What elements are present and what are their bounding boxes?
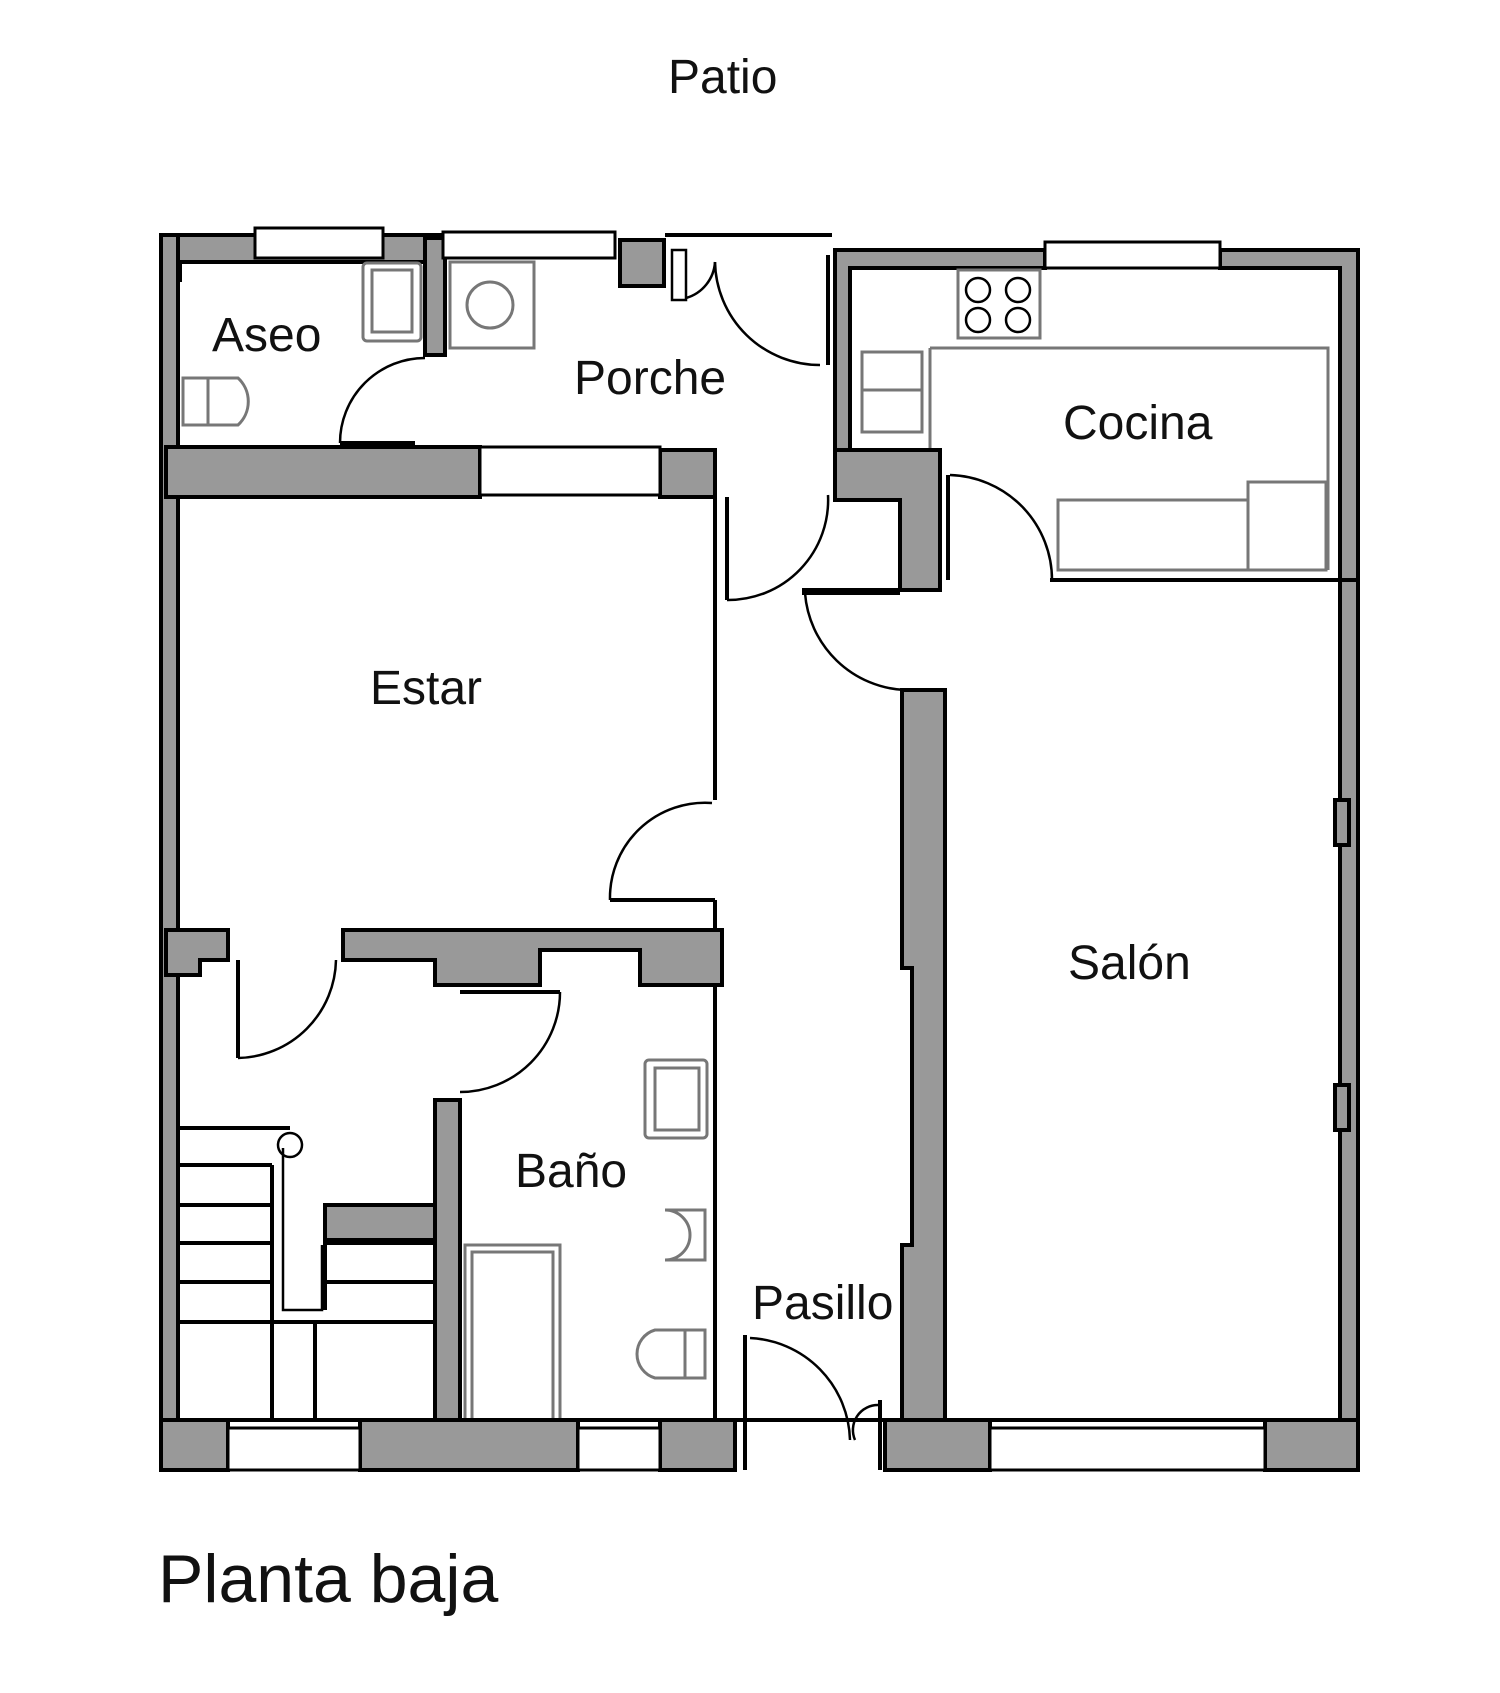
bano-bidet-icon	[664, 1208, 707, 1262]
bano-shower-icon	[463, 1243, 562, 1422]
door-bano-swing	[459, 991, 562, 1094]
aseo-washbasin-icon	[361, 261, 423, 343]
washing-machine-icon	[448, 260, 536, 350]
wall-bottom-2	[358, 1418, 580, 1472]
room-label-aseo: Aseo	[212, 309, 322, 362]
wall-porche-estar	[658, 448, 717, 499]
wall-bottom-4	[883, 1418, 992, 1472]
room-label-porche: Porche	[574, 352, 727, 405]
wall-estar-bottom-mid	[341, 928, 724, 987]
plan-title: Planta baja	[158, 1541, 499, 1617]
door-stair-swing	[237, 959, 338, 1060]
door-salon-swing	[803, 592, 906, 692]
door-estar-swing	[608, 801, 713, 901]
window-kitchen	[1043, 240, 1222, 270]
room-label-estar: Estar	[370, 662, 483, 715]
kitchen-counter-lower-icon	[1056, 498, 1250, 572]
window-salon	[988, 1426, 1267, 1472]
door-porche-swing	[685, 261, 717, 300]
door-entrance-swing	[749, 1336, 852, 1441]
window-bano	[576, 1426, 662, 1472]
window-estar	[478, 445, 662, 497]
cooktop-burner-4	[1004, 306, 1032, 334]
bano-washbasin-icon	[643, 1058, 709, 1140]
wall-right-pier-1	[1333, 798, 1351, 847]
wall-right	[1338, 578, 1360, 1472]
cooktop-icon	[956, 268, 1042, 340]
aseo-toilet-icon	[181, 376, 250, 427]
window-stairs	[226, 1426, 362, 1472]
wall-bano-left	[433, 1098, 462, 1422]
window-aseo	[253, 226, 385, 260]
window-porche	[441, 230, 617, 260]
kitchen-appliance-icon	[1246, 480, 1328, 572]
room-label-bano: Baño	[515, 1145, 628, 1198]
bano-washbasin-inner-icon	[653, 1066, 701, 1132]
wall-stair-landing	[323, 1203, 437, 1242]
staircase	[178, 1126, 435, 1420]
bano-toilet-icon	[635, 1328, 707, 1380]
kitchen-counter-outline	[928, 346, 1330, 570]
aseo-washbasin-inner-icon	[370, 268, 414, 334]
handrail-newel-icon	[276, 1131, 304, 1159]
wall-aseo-estar	[164, 445, 482, 499]
door-porche-exterior-swing	[713, 261, 821, 367]
door-aseo-swing	[338, 356, 426, 444]
door-estar-top-swing	[726, 494, 830, 602]
cooktop-burner-3	[964, 306, 992, 334]
kitchen-sink-icon	[860, 350, 924, 434]
wall-pasillo-salon	[900, 688, 947, 1422]
door-entrance-small-swing	[851, 1403, 879, 1441]
wall-porche-pillar	[618, 238, 666, 288]
outside-label-patio: Patio	[668, 51, 778, 104]
cooktop-burner-1	[964, 276, 992, 304]
wall-estar-bottom-left	[164, 928, 230, 977]
room-label-pasillo: Pasillo	[752, 1277, 894, 1330]
handrail-icon	[281, 1148, 324, 1312]
wall-kitchen-top-right	[1218, 248, 1360, 582]
wall-aseo-right	[423, 236, 447, 357]
wall-left	[159, 233, 180, 1452]
door-porche-leaf	[670, 248, 688, 302]
room-label-salon: Salón	[1068, 937, 1191, 990]
door-cocina-swing	[949, 473, 1054, 581]
wall-right-pier-2	[1333, 1083, 1351, 1132]
room-label-cocina: Cocina	[1063, 397, 1213, 450]
wall-kitchen-block	[833, 448, 942, 592]
bano-shower-inner-icon	[470, 1250, 555, 1422]
wall-bottom-1	[159, 1418, 230, 1472]
washing-machine-drum-icon	[465, 280, 515, 330]
wall-bottom-3	[658, 1418, 737, 1472]
cooktop-burner-2	[1004, 276, 1032, 304]
wall-bottom-5	[1263, 1418, 1360, 1472]
